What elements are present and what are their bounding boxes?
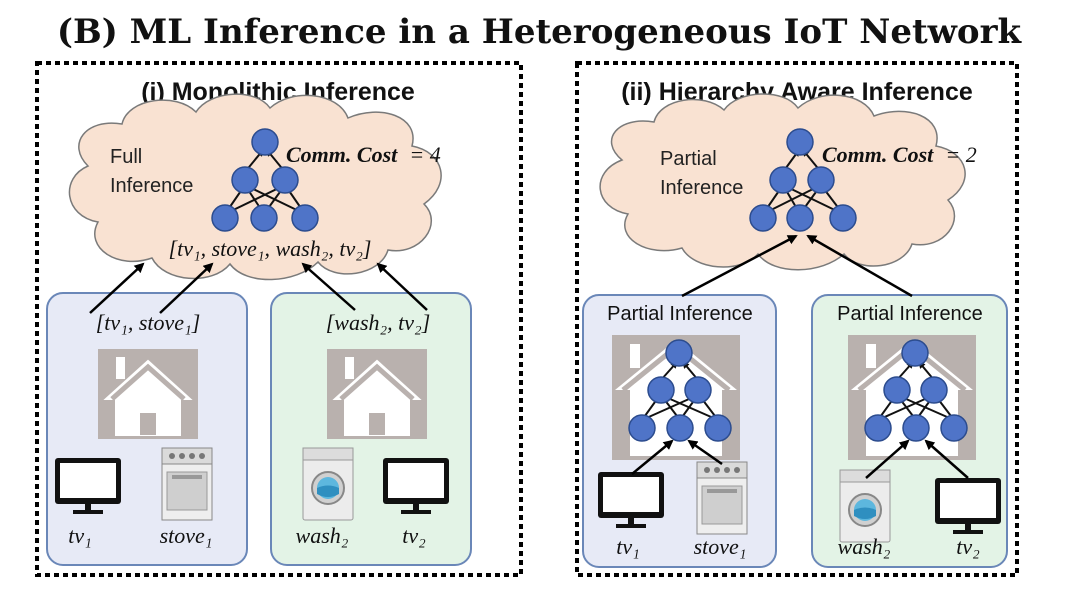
aggregated-vector: [tv₁, stove₁, wash₂, tv₂]	[169, 236, 372, 261]
panel-heading: (i) Monolithic Inference	[141, 78, 415, 106]
nn-node	[883, 376, 911, 404]
nn-node	[647, 376, 675, 404]
upload-arrow	[681, 234, 798, 298]
device-label: tv₁	[68, 523, 92, 548]
nn-node	[902, 414, 930, 442]
nn-node	[749, 204, 777, 232]
comm-cost-label: Comm. Cost = 4	[286, 142, 441, 167]
home-1: Partial Inference	[582, 294, 777, 568]
cloud-label-full: Full	[110, 146, 142, 168]
device-label: wash₂	[296, 523, 349, 548]
device-label: stove₁	[694, 534, 747, 559]
panel-frame	[575, 61, 1019, 577]
neural-network	[628, 339, 732, 442]
panel-hierarchy-aware: (ii) Hierarchy Aware Inference Partial I…	[575, 61, 1019, 577]
partial-inference-label: Partial Inference	[607, 303, 753, 325]
device-arrow	[631, 439, 674, 475]
cloud-label-inference: Inference	[110, 175, 193, 197]
upload-arrow	[376, 262, 428, 311]
nn-node	[829, 204, 857, 232]
washer-icon	[302, 447, 354, 521]
cloud-label-partial: Partial	[660, 148, 717, 170]
upload-arrow	[89, 262, 145, 314]
neural-network	[749, 128, 857, 232]
device-label: tv₁	[616, 534, 640, 559]
neural-network	[864, 339, 968, 442]
nn-node	[628, 414, 656, 442]
house-icon	[98, 349, 198, 439]
device-label: stove₁	[160, 523, 213, 548]
cloud-label-inference: Inference	[660, 177, 743, 199]
nn-node	[786, 128, 814, 156]
stove-icon	[696, 461, 748, 535]
house-icon	[327, 349, 427, 439]
nn-node	[864, 414, 892, 442]
device-arrow	[924, 439, 969, 479]
device-label: wash₂	[838, 534, 891, 559]
nn-node	[940, 414, 968, 442]
nn-node	[271, 166, 299, 194]
nn-node	[807, 166, 835, 194]
panel-frame	[35, 61, 523, 577]
stove-icon	[161, 447, 213, 521]
upload-arrow	[806, 234, 913, 298]
nn-node	[704, 414, 732, 442]
nn-node	[684, 376, 712, 404]
partial-inference-label: Partial Inference	[837, 303, 983, 325]
device-label: tv₂	[402, 523, 426, 548]
nn-node	[291, 204, 319, 232]
nn-node	[666, 414, 694, 442]
nn-node	[251, 128, 279, 156]
device-arrow	[865, 439, 910, 479]
device-label: tv₂	[956, 534, 980, 559]
upload-arrow	[159, 262, 214, 314]
nn-node	[665, 339, 693, 367]
washer-icon	[839, 469, 891, 543]
device-arrow	[687, 439, 723, 466]
nn-node	[769, 166, 797, 194]
comm-cost-label: Comm. Cost = 2	[822, 142, 977, 167]
panel-heading: (ii) Hierarchy Aware Inference	[621, 78, 973, 106]
nn-node	[231, 166, 259, 194]
home-2: [wash₂, tv₂] wash₂ tv₂	[270, 292, 472, 566]
panel-monolithic: (i) Monolithic Inference Full Inference …	[35, 61, 523, 577]
nn-node	[250, 204, 278, 232]
nn-node	[786, 204, 814, 232]
nn-node	[901, 339, 929, 367]
neural-network	[211, 128, 319, 232]
upload-arrow	[301, 262, 356, 311]
figure-title: (B) ML Inference in a Heterogeneous IoT …	[57, 12, 1023, 52]
home-2: Partial Inference	[811, 294, 1008, 568]
home-vector: [wash₂, tv₂]	[326, 310, 431, 335]
home-vector: [tv₁, stove₁]	[96, 310, 201, 335]
nn-node	[920, 376, 948, 404]
nn-node	[211, 204, 239, 232]
home-1: [tv₁, stove₁] tv₁ stove₁	[46, 292, 248, 566]
